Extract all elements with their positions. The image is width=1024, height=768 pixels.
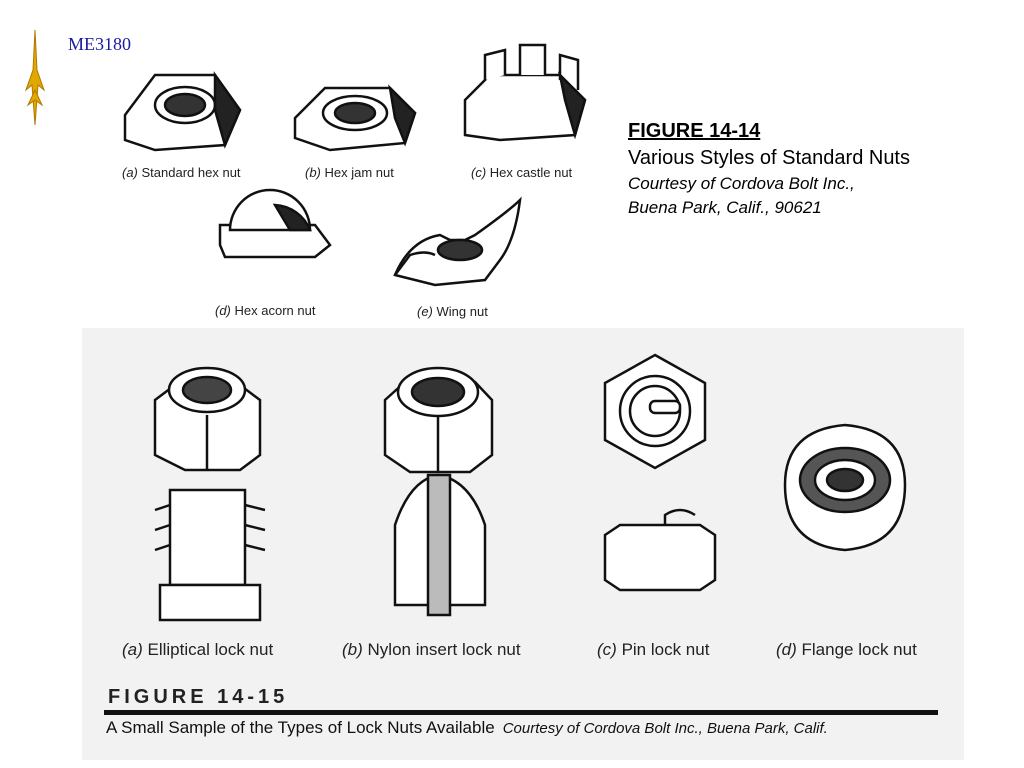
standard-hex-nut-drawing xyxy=(123,71,242,152)
nylon-insert-lock-nut-drawing xyxy=(383,366,494,617)
caption-nylon-insert-lock-nut: (b) Nylon insert lock nut xyxy=(342,640,521,659)
figure-14-14-credit-line1: Courtesy of Cordova Bolt Inc., xyxy=(628,174,855,193)
pin-lock-nut-drawing xyxy=(603,353,717,592)
hex-jam-nut-drawing xyxy=(293,84,417,152)
figure-14-15-drawings xyxy=(153,353,907,622)
figure-14-14-subtitle: Various Styles of Standard Nuts xyxy=(628,147,910,169)
figure-14-14-title: FIGURE 14-14 xyxy=(628,120,761,142)
figure-14-15-credit: Courtesy of Cordova Bolt Inc., Buena Par… xyxy=(502,720,828,737)
flange-lock-nut-drawing xyxy=(783,423,907,552)
caption-hex-acorn-nut: (d) Hex acorn nut xyxy=(215,303,316,318)
caption-standard-hex-nut: (a) Standard hex nut xyxy=(122,165,241,180)
figure-14-15-rule xyxy=(104,710,938,715)
elliptical-lock-nut-drawing xyxy=(153,366,266,622)
figure-14-15-title: FIGURE 14-15 xyxy=(108,686,289,708)
figure-14-14-text: FIGURE 14-14 Various Styles of Standard … xyxy=(628,118,1008,220)
hex-acorn-nut-drawing xyxy=(218,188,332,259)
caption-flange-lock-nut: (d) Flange lock nut xyxy=(776,640,917,659)
caption-hex-jam-nut: (b) Hex jam nut xyxy=(305,165,394,180)
figure-14-15-caption-text: A Small Sample of the Types of Lock Nuts… xyxy=(106,718,495,737)
caption-hex-castle-nut: (c) Hex castle nut xyxy=(471,165,573,180)
caption-elliptical-lock-nut: (a) Elliptical lock nut xyxy=(122,640,274,659)
caption-wing-nut: (e) Wing nut xyxy=(417,304,488,319)
course-code: ME3180 xyxy=(68,34,131,54)
hex-castle-nut-drawing xyxy=(463,43,587,142)
course-logo xyxy=(24,29,46,126)
figure-14-14-credit-line2: Buena Park, Calif., 90621 xyxy=(628,198,822,217)
wing-nut-drawing xyxy=(393,196,522,287)
figure-14-15-caption: A Small Sample of the Types of Lock Nuts… xyxy=(106,718,828,738)
figure-14-14-drawings xyxy=(123,43,587,287)
caption-pin-lock-nut: (c) Pin lock nut xyxy=(597,640,710,659)
